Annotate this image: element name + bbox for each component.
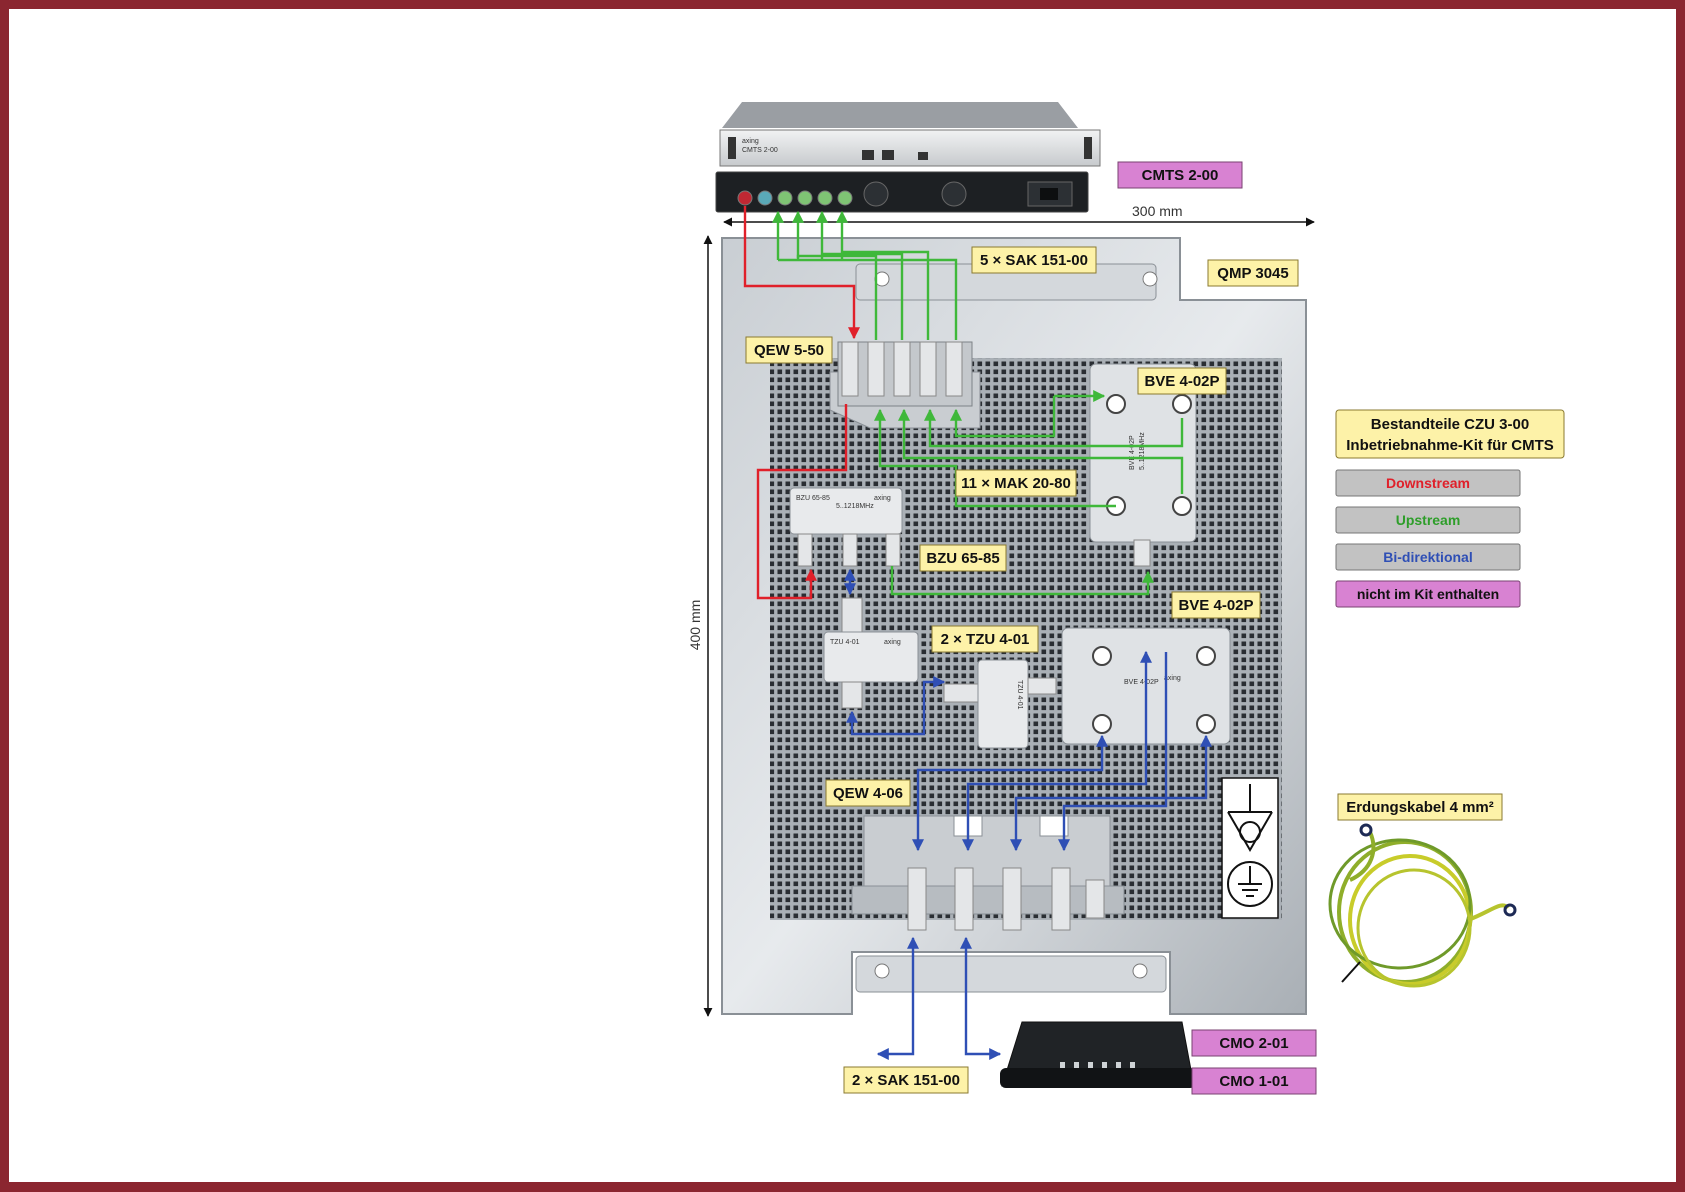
label-tzu: 2 × TZU 4-01 <box>931 625 1039 653</box>
downstream-port <box>737 190 753 206</box>
legend-downstream: Downstream <box>1335 469 1521 497</box>
label-mak: 11 × MAK 20-80 <box>955 469 1077 497</box>
svg-text:Inbetriebnahme-Kit für CMTS: Inbetriebnahme-Kit für CMTS <box>1346 437 1554 454</box>
svg-text:2 × TZU 4-01: 2 × TZU 4-01 <box>941 631 1030 648</box>
upstream-port-3 <box>817 190 833 206</box>
legend-upstream: Upstream <box>1335 506 1521 534</box>
f-connector <box>1051 867 1071 931</box>
f-connector <box>1002 867 1022 931</box>
upstream-port-1 <box>777 190 793 206</box>
svg-text:CMO 2-01: CMO 2-01 <box>1219 1035 1288 1052</box>
cable-modem-device <box>1000 1021 1196 1088</box>
label-cmts: CMTS 2-00 <box>1117 161 1243 189</box>
svg-text:Upstream: Upstream <box>1396 512 1461 528</box>
label-ground-cable: Erdungskabel 4 mm² <box>1337 793 1503 821</box>
bzu-model-print: BZU 65-85 <box>796 495 830 502</box>
label-sak-top: 5 × SAK 151-00 <box>971 246 1097 274</box>
svg-text:BZU 65-85: BZU 65-85 <box>926 550 999 567</box>
bve-lower-model-print: BVE 4-02P <box>1124 679 1159 686</box>
label-cmo-201: CMO 2-01 <box>1191 1029 1317 1057</box>
svg-text:CMO 1-01: CMO 1-01 <box>1219 1073 1288 1090</box>
legend-title: Bestandteile CZU 3-00 Inbetriebnahme-Kit… <box>1335 409 1565 459</box>
svg-text:BVE 4-02P: BVE 4-02P <box>1144 373 1219 390</box>
f-connector <box>841 341 859 397</box>
f-connector <box>885 533 901 567</box>
qew-4-06-device <box>851 815 1125 931</box>
tzu-left-model-print: TZU 4-01 <box>830 639 860 646</box>
bzu-device: BZU 65-85 5..1218MHz axing <box>789 487 903 567</box>
port <box>757 190 773 206</box>
f-connector <box>919 341 937 397</box>
mounting-hole <box>874 963 890 979</box>
bzu-brand: axing <box>874 495 891 502</box>
svg-text:nicht im Kit enthalten: nicht im Kit enthalten <box>1357 586 1499 602</box>
tzu-left-brand: axing <box>884 639 901 646</box>
grounding-symbol <box>1221 777 1279 919</box>
label-bve-upper: BVE 4-02P <box>1137 367 1227 395</box>
f-connector <box>867 341 885 397</box>
height-label: 400 mm <box>687 600 703 651</box>
bve-upper-freq-print: 5..1218MHz <box>1139 432 1146 470</box>
svg-text:QMP 3045: QMP 3045 <box>1217 265 1288 282</box>
mounting-hole <box>1142 271 1158 287</box>
f-connector <box>797 533 813 567</box>
bve-upper-model-print: BVE 4-02P <box>1129 435 1136 470</box>
bidirectional-cables <box>844 568 1212 1060</box>
label-bzu: BZU 65-85 <box>919 544 1007 572</box>
label-bve-lower: BVE 4-02P <box>1171 591 1261 619</box>
label-qew-top: QEW 5-50 <box>745 336 833 364</box>
tzu-right-model-print: TZU 4-01 <box>1016 680 1023 710</box>
f-connector <box>842 533 858 567</box>
f-connector <box>954 867 974 931</box>
legend: Bestandteile CZU 3-00 Inbetriebnahme-Kit… <box>1335 409 1565 608</box>
svg-text:Downstream: Downstream <box>1386 475 1470 491</box>
label-qew-bottom: QEW 4-06 <box>825 779 911 807</box>
svg-text:CMTS 2-00: CMTS 2-00 <box>1142 167 1219 184</box>
cmts-device: axing CMTS 2-00 <box>715 102 1101 213</box>
bzu-freq-print: 5..1218MHz <box>836 503 874 510</box>
upstream-port-4 <box>837 190 853 206</box>
label-cmo-101: CMO 1-01 <box>1191 1067 1317 1095</box>
cmts-model-print: CMTS 2-00 <box>742 147 778 154</box>
mounting-hole <box>1132 963 1148 979</box>
svg-text:11 × MAK 20-80: 11 × MAK 20-80 <box>961 475 1071 492</box>
width-label: 300 mm <box>1132 203 1183 219</box>
bve-lower-brand: axing <box>1164 675 1181 682</box>
legend-not-in-kit: nicht im Kit enthalten <box>1335 580 1521 608</box>
qew-5-50-device <box>829 341 981 429</box>
svg-text:Bestandteile CZU 3-00: Bestandteile CZU 3-00 <box>1371 416 1529 433</box>
upstream-cables <box>772 210 1184 596</box>
f-connector <box>945 341 963 397</box>
f-connector <box>1133 539 1151 567</box>
ground-cable-image <box>1328 823 1517 988</box>
svg-text:BVE 4-02P: BVE 4-02P <box>1178 597 1253 614</box>
height-dimension: 400 mm <box>687 235 713 1017</box>
svg-text:Bi-direktional: Bi-direktional <box>1383 549 1472 565</box>
legend-bidirectional: Bi-direktional <box>1335 543 1521 571</box>
svg-text:QEW 5-50: QEW 5-50 <box>754 342 824 359</box>
f-connector <box>893 341 911 397</box>
f-connector <box>907 867 927 931</box>
upstream-port-2 <box>797 190 813 206</box>
svg-text:QEW 4-06: QEW 4-06 <box>833 785 903 802</box>
svg-text:2 × SAK 151-00: 2 × SAK 151-00 <box>852 1072 960 1089</box>
cmts-brand: axing <box>742 138 759 145</box>
label-qmp: QMP 3045 <box>1207 259 1299 287</box>
svg-text:5 × SAK 151-00: 5 × SAK 151-00 <box>980 252 1088 269</box>
downstream-cables <box>743 206 860 600</box>
label-sak-bottom: 2 × SAK 151-00 <box>843 1066 969 1094</box>
svg-text:Erdungskabel 4 mm²: Erdungskabel 4 mm² <box>1346 799 1494 816</box>
